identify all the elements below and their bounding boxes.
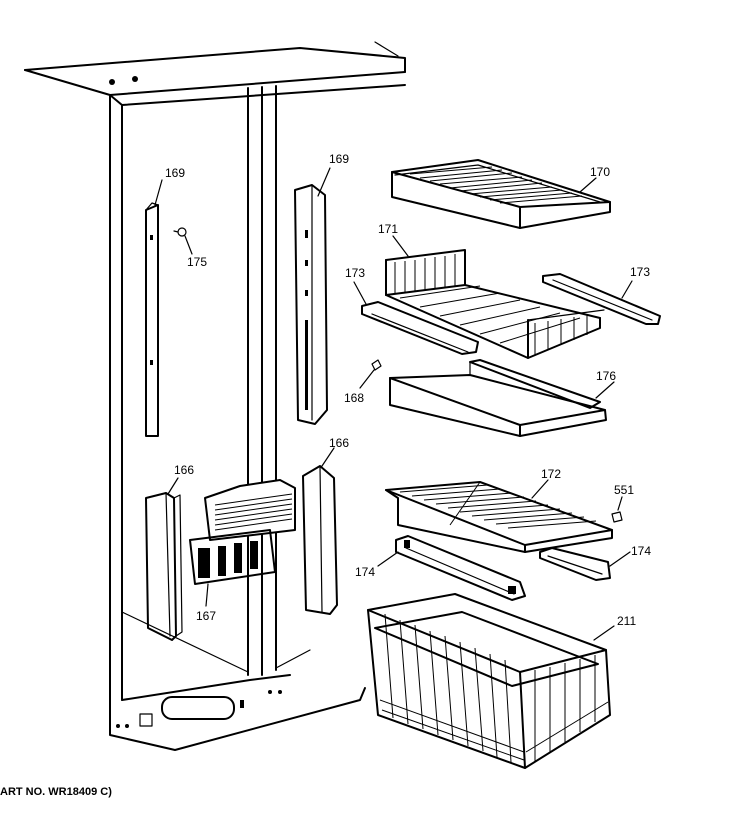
label-551: 551 [614,483,634,497]
label-174-left: 174 [355,565,375,579]
part-211-basket [367,593,615,769]
label-172: 172 [541,467,561,481]
part-176-shelf [389,359,615,437]
part-167-control [189,479,296,607]
label-174-right: 174 [631,544,651,558]
part-173-left-slide [353,281,479,355]
label-171: 171 [378,222,398,236]
part-173-right-slide [542,273,661,325]
label-175: 175 [187,255,207,269]
part-551-screw [611,496,623,523]
part-172-shelf [385,479,613,553]
part-175-screw [173,227,193,255]
part-166-left-cover [145,477,183,641]
label-173-left: 173 [345,266,365,280]
label-167: 167 [196,609,216,623]
cabinet [24,41,406,751]
part-169-right-rail [294,167,331,425]
label-173-right: 173 [630,265,650,279]
label-166-left: 166 [174,463,194,477]
part-174-left-slide [377,535,526,601]
label-168: 168 [344,391,364,405]
part-174-right-slide [539,547,631,581]
label-166-right: 166 [329,436,349,450]
label-176: 176 [596,369,616,383]
part-170-shelf [391,159,611,229]
art-number-note: ART NO. WR18409 C) [0,786,112,798]
label-170: 170 [590,165,610,179]
label-169-left: 169 [165,166,185,180]
part-168-clip [359,359,382,389]
part-171-basket [385,235,605,359]
part-169-left-rail [145,179,163,437]
label-169-right: 169 [329,152,349,166]
label-211: 211 [617,614,636,628]
part-166-right-cover [302,447,338,615]
